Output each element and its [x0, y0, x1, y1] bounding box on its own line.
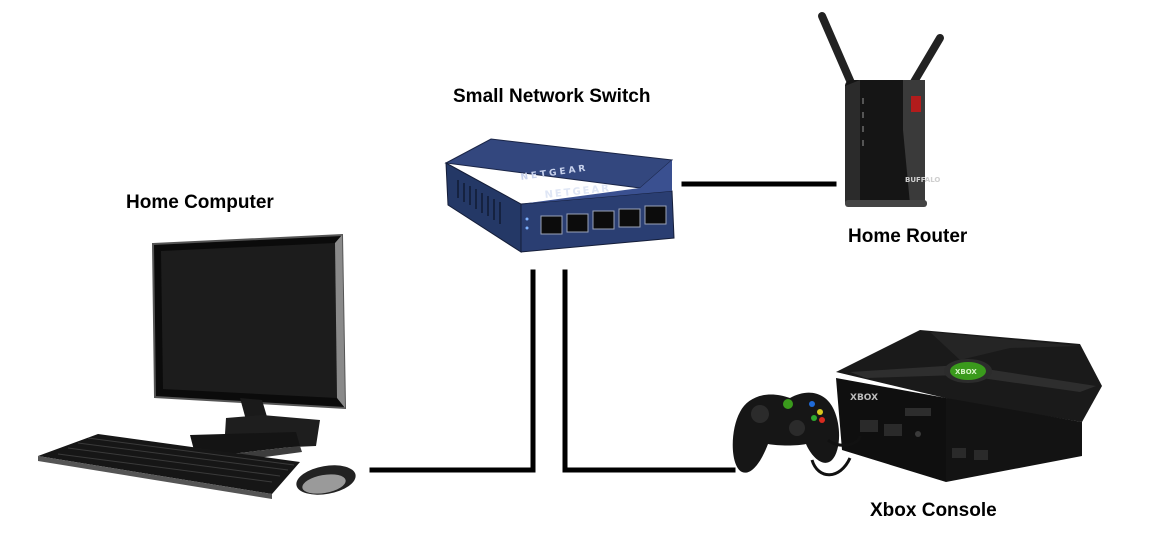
link-xbox-switch	[562, 269, 736, 473]
switch-label: Small Network Switch	[453, 86, 651, 107]
svg-text:BUFFALO: BUFFALO	[905, 176, 940, 184]
svg-text:XBOX: XBOX	[850, 393, 878, 403]
connection-lines	[369, 181, 837, 473]
computer-icon	[38, 233, 356, 499]
computer-label: Home Computer	[126, 192, 274, 213]
xbox-label: Xbox Console	[870, 500, 997, 521]
router-icon: BUFFALO	[818, 12, 944, 207]
network-switch-icon: NETGEAR NETGEAR	[444, 138, 675, 253]
svg-text:XBOX: XBOX	[955, 368, 977, 376]
xbox-console-icon: XBOX XBOX	[732, 330, 1102, 482]
router-label: Home Router	[848, 226, 968, 247]
link-computer-switch	[369, 269, 536, 473]
